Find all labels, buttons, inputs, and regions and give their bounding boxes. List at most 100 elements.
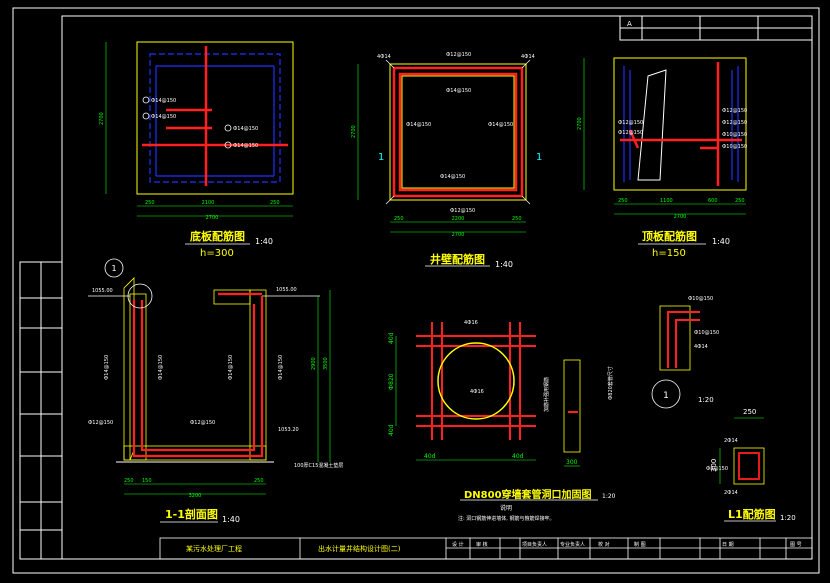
well-bar-label: Ф14@150 <box>446 88 471 94</box>
section-dim: 2900 <box>311 357 317 370</box>
opening-remark-title: 说明 <box>500 504 512 512</box>
opening-dim: 40d <box>512 453 524 460</box>
base-bar-label: Ф14@150 <box>233 126 258 132</box>
top-bar-label: Ф12@150 <box>722 120 747 126</box>
top-plan-title: 顶板配筋图 <box>642 229 697 243</box>
section-bar-label: Ф14@150 <box>104 355 110 380</box>
opening-note: Ф820套管尺寸 <box>607 366 614 400</box>
node-bar-label: Ф10@150 <box>694 330 719 336</box>
opening-dim: 40d <box>388 332 395 344</box>
opening-bar-label: 4Ф16 <box>464 320 478 326</box>
top-dim: 1100 <box>660 198 673 204</box>
top-dim-total: 2700 <box>674 214 687 220</box>
well-bar-label: Ф14@150 <box>406 122 431 128</box>
section-bar-label: Ф14@150 <box>228 355 234 380</box>
revision-table <box>619 15 813 41</box>
top-bar-label: Ф10@150 <box>722 132 747 138</box>
well-bar-label: 4Ф14 <box>377 54 391 60</box>
well-plan-title: 井壁配筋图 <box>430 252 485 266</box>
base-dim: 250 <box>145 200 155 206</box>
base-dim: 2100 <box>202 200 215 206</box>
well-bar-label: Ф12@150 <box>446 52 471 58</box>
top-bar-label: Ф12@150 <box>618 130 643 136</box>
title-block-drawing-name: 出水计量井结构设计图(二) <box>318 544 401 553</box>
base-dim: 250 <box>270 200 280 206</box>
well-bar-label: Ф14@150 <box>440 174 465 180</box>
opening-dim: 40d <box>424 453 436 460</box>
node-detail: Ф10@150 Ф10@150 4Ф14 1 1:20 <box>651 296 719 409</box>
title-block-project: 某污水处理厂工程 <box>186 544 242 553</box>
base-plan-title: 底板配筋图 <box>190 229 245 243</box>
well-bar-label: Ф14@150 <box>488 122 513 128</box>
title-block-cell: 专业负责人 <box>560 541 585 548</box>
base-dim-total: 2700 <box>206 215 219 221</box>
node-bar-label: Ф10@150 <box>688 296 713 302</box>
title-block-cell: 校 对 <box>598 541 610 548</box>
section-note: 100厚C15混凝土垫层 <box>294 462 343 469</box>
top-plan-scale: 1:40 <box>712 237 730 246</box>
title-block <box>159 537 813 560</box>
section-cut-mark: 1 <box>378 152 384 163</box>
well-dim: 2700 <box>452 232 465 238</box>
top-bar-label: Ф10@150 <box>722 144 747 150</box>
title-block-cell: 审 核 <box>476 541 488 548</box>
node-detail-scale: 1:20 <box>698 396 714 404</box>
section-title: 1-1剖面图 <box>165 507 218 521</box>
well-dim: 2200 <box>452 216 465 222</box>
section-bar-label: Ф14@150 <box>158 355 164 380</box>
section-cut-mark: 1 <box>536 152 542 163</box>
top-plate-plan: Ф12@150 Ф12@150 Ф12@150 Ф12@150 Ф10@150 … <box>577 57 747 259</box>
beam-dim-width: 250 <box>743 408 756 416</box>
opening-dim: 300 <box>566 459 578 466</box>
base-dim: 2700 <box>99 112 105 125</box>
well-wall-plan: 4Ф14 4Ф14 Ф12@150 Ф14@150 Ф14@150 Ф14@15… <box>351 52 542 269</box>
beam-bar-label: 2Ф14 <box>724 490 738 496</box>
section-bar-label: Ф12@150 <box>88 420 113 426</box>
beam-bar-label: Ф8@150 <box>706 466 728 472</box>
beam-dim-height: 300 <box>710 459 718 472</box>
node-detail-label: 1 <box>663 391 669 401</box>
opening-scale: 1:20 <box>602 493 616 500</box>
base-bar-label: Ф14@150 <box>233 143 258 149</box>
section-1-1: 1 1055.00 1055.00 1053.20 Ф14@150 Ф14@15… <box>88 258 343 524</box>
opening-note: 加筋补强用钢筋 <box>543 377 550 412</box>
opening-remark: 注: 洞口钢筋伸进墙体, 钢筋与箍筋焊接牢。 <box>458 515 554 522</box>
section-dim: 3500 <box>323 357 329 370</box>
base-plan-thickness: h=300 <box>200 248 234 259</box>
well-bar-label: Ф12@150 <box>450 208 475 214</box>
binding-column <box>19 261 63 560</box>
top-dim: 250 <box>735 198 745 204</box>
title-block-cell: 图 号 <box>790 542 802 548</box>
top-plan-thickness: h=150 <box>652 248 686 259</box>
title-block-cell: 项目负责人 <box>522 541 547 548</box>
title-block-cell: 日 期 <box>722 542 734 548</box>
top-dim: 600 <box>708 198 718 204</box>
section-dim: 250 <box>254 478 264 484</box>
base-plate-plan: Ф14@150 Ф14@150 Ф14@150 Ф14@150 2700 210… <box>99 41 294 259</box>
well-dim: 250 <box>394 216 404 222</box>
section-scale: 1:40 <box>222 515 240 524</box>
top-dim: 250 <box>618 198 628 204</box>
top-bar-label: Ф12@150 <box>722 108 747 114</box>
section-level: 1053.20 <box>278 427 299 433</box>
top-dim: 2700 <box>577 117 583 130</box>
beam-bar-label: 2Ф14 <box>724 438 738 444</box>
well-dim: 250 <box>512 216 522 222</box>
base-bar-label: Ф14@150 <box>151 98 176 104</box>
opening-bar-label: 4Ф16 <box>470 389 484 395</box>
top-bar-label: Ф12@150 <box>618 120 643 126</box>
opening-dim: 40d <box>388 424 395 436</box>
detail-callout-mark: 1 <box>111 264 116 273</box>
section-dim: 250 <box>124 478 134 484</box>
well-bar-label: 4Ф14 <box>521 54 535 60</box>
opening-title: DN800穿墙套管洞口加固图 <box>464 488 592 501</box>
section-bar-label: Ф12@150 <box>190 420 215 426</box>
title-block-cell: 设 计 <box>452 541 464 548</box>
revision-cell-a: A <box>627 20 632 28</box>
base-plan-scale: 1:40 <box>255 237 273 246</box>
well-dim: 2700 <box>351 125 357 138</box>
well-plan-scale: 1:40 <box>495 260 513 269</box>
section-level: 1055.00 <box>276 287 297 293</box>
section-bar-label: Ф14@150 <box>278 355 284 380</box>
